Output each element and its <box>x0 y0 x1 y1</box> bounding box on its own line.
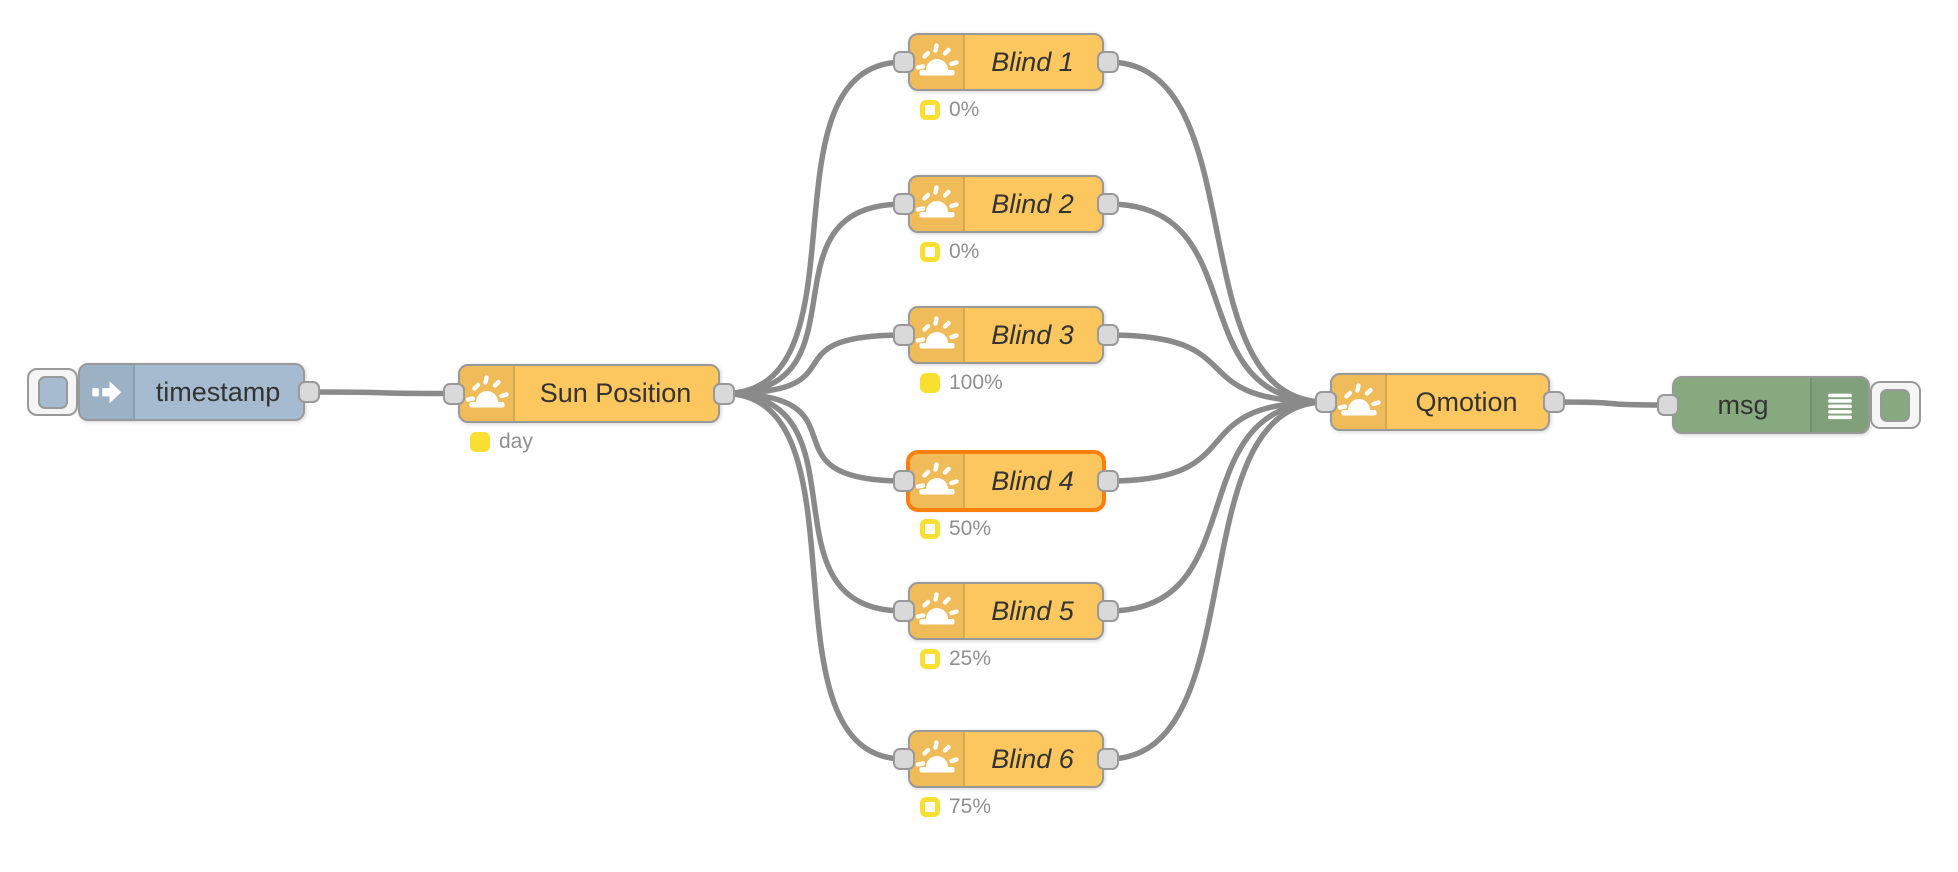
status-text: 25% <box>949 647 992 670</box>
flow-node-blind-6[interactable]: Blind 6 75% <box>893 730 1119 818</box>
node-icon-region <box>910 454 965 508</box>
node-icon-region <box>1810 378 1868 432</box>
wire-sun-position-to-blind-1[interactable] <box>721 59 907 397</box>
wire-blind-5-to-qmotion[interactable] <box>1105 399 1329 614</box>
node-label: Qmotion <box>1415 386 1518 417</box>
status-ring-icon <box>920 100 940 120</box>
input-port[interactable] <box>1657 394 1679 416</box>
sunrise-icon <box>465 372 509 416</box>
output-port[interactable] <box>1097 51 1119 73</box>
node-status: 100% <box>920 371 1003 395</box>
output-port[interactable] <box>1097 324 1119 346</box>
node-status: day <box>470 430 533 454</box>
node-label: Blind 6 <box>991 743 1074 774</box>
debug-toggle-button[interactable] <box>1870 381 1921 429</box>
output-port[interactable] <box>713 382 735 405</box>
flow-node-blind-3[interactable]: Blind 3 100% <box>893 306 1119 394</box>
status-text: day <box>499 430 533 453</box>
status-ring-icon <box>920 797 940 817</box>
node-icon-region <box>1332 375 1387 429</box>
wire-blind-4-to-qmotion[interactable] <box>1105 399 1329 484</box>
input-port[interactable] <box>893 600 915 622</box>
input-port[interactable] <box>443 382 465 405</box>
node-label: Blind 2 <box>991 188 1074 219</box>
sunrise-icon <box>915 40 959 84</box>
sunrise-icon <box>915 182 959 226</box>
wire-sun-position-to-blind-4[interactable] <box>721 390 907 484</box>
node-label: Sun Position <box>539 378 692 408</box>
status-ring-icon <box>920 519 940 539</box>
node-status: 75% <box>920 795 991 819</box>
status-text: 75% <box>949 795 992 818</box>
output-port[interactable] <box>298 381 320 403</box>
output-port[interactable] <box>1097 470 1119 492</box>
sunrise-icon <box>915 459 959 503</box>
sunrise-icon <box>915 313 959 357</box>
status-ring-icon <box>920 242 940 262</box>
output-port[interactable] <box>1097 748 1119 770</box>
output-port[interactable] <box>1543 391 1565 413</box>
wire-sun-position-to-blind-3[interactable] <box>721 332 907 397</box>
flow-node-qmotion[interactable]: Qmotion <box>1315 373 1565 431</box>
status-text: 50% <box>949 517 992 540</box>
node-label: Blind 1 <box>991 46 1074 77</box>
wire-blind-1-to-qmotion[interactable] <box>1105 59 1329 405</box>
status-text: 0% <box>949 240 980 263</box>
sunrise-icon <box>915 737 959 781</box>
node-icon-region <box>910 308 965 362</box>
button-inner-square <box>38 376 68 409</box>
input-port[interactable] <box>893 324 915 346</box>
wire-blind-3-to-qmotion[interactable] <box>1105 332 1329 405</box>
node-icon-region <box>910 584 965 638</box>
node-icon-region <box>910 177 965 231</box>
wire-blind-2-to-qmotion[interactable] <box>1105 201 1329 405</box>
node-icon-region <box>460 366 515 421</box>
node-status: 0% <box>920 240 979 264</box>
output-port[interactable] <box>1097 193 1119 215</box>
flow-node-blind-1[interactable]: Blind 1 0% <box>893 33 1119 121</box>
node-icon-region <box>910 732 965 786</box>
wire-timestamp-to-sun-position[interactable] <box>306 389 457 397</box>
wire-sun-position-to-blind-6[interactable] <box>721 390 907 762</box>
flow-node-blind-4[interactable]: Blind 4 50% <box>893 452 1119 540</box>
debug-bars-icon <box>1820 385 1860 425</box>
input-port[interactable] <box>1315 391 1337 413</box>
status-dot-icon <box>920 373 940 393</box>
wire-blind-6-to-qmotion[interactable] <box>1105 399 1329 762</box>
status-dot-icon <box>470 432 490 452</box>
node-label: msg <box>1717 389 1769 420</box>
wire-qmotion-to-msg[interactable] <box>1551 399 1671 408</box>
node-status: 50% <box>920 517 991 541</box>
node-label: Blind 5 <box>991 595 1074 626</box>
node-status: 25% <box>920 647 991 671</box>
flow-node-msg[interactable]: msg <box>1657 376 1921 434</box>
flow-node-sun-position[interactable]: Sun Position day <box>443 364 735 453</box>
sunrise-icon <box>915 589 959 633</box>
wire-sun-position-to-blind-5[interactable] <box>721 390 907 614</box>
status-text: 0% <box>949 98 980 121</box>
inject-arrow-icon <box>88 373 126 411</box>
input-port[interactable] <box>893 193 915 215</box>
status-ring-icon <box>920 649 940 669</box>
node-label: Blind 3 <box>991 319 1074 350</box>
sunrise-icon <box>1337 380 1381 424</box>
status-text: 100% <box>949 371 1003 394</box>
node-label: timestamp <box>155 376 281 407</box>
button-inner-square <box>1880 389 1910 422</box>
flow-node-timestamp[interactable]: timestamp <box>27 363 320 421</box>
node-icon-region <box>910 35 965 89</box>
wire-sun-position-to-blind-2[interactable] <box>721 201 907 397</box>
node-icon-region <box>80 365 135 419</box>
flow-node-blind-5[interactable]: Blind 5 25% <box>893 582 1119 670</box>
node-status: 0% <box>920 98 979 122</box>
node-label: Blind 4 <box>991 465 1074 496</box>
output-port[interactable] <box>1097 600 1119 622</box>
input-port[interactable] <box>893 748 915 770</box>
input-port[interactable] <box>893 470 915 492</box>
input-port[interactable] <box>893 51 915 73</box>
inject-trigger-button[interactable] <box>27 368 78 416</box>
flow-node-blind-2[interactable]: Blind 2 0% <box>893 175 1119 263</box>
